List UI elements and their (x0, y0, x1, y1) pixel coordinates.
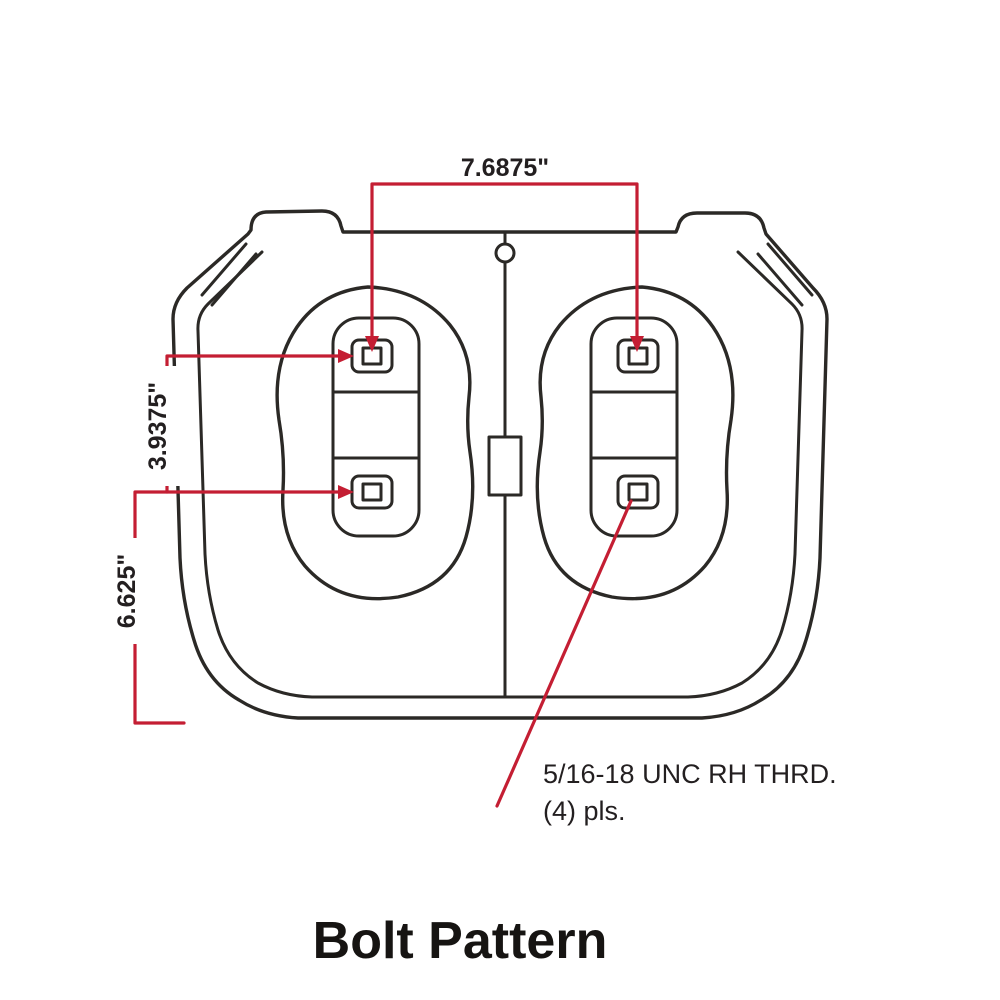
bolt-hole-bottom-right (616, 474, 660, 510)
center-latch-plate (487, 435, 523, 497)
dimension-upper-vertical: 3.9375" (144, 349, 354, 494)
dimension-width: 7.6875" (365, 154, 644, 352)
dimension-width-arrow-left (365, 336, 379, 352)
seat-outline (171, 209, 829, 720)
dimension-upper-label: 3.9375" (144, 382, 172, 470)
corner-step-right (756, 242, 814, 307)
bolt-hole-bottom-left-thread (361, 482, 383, 502)
dimension-upper-label-bg (151, 366, 181, 486)
thread-note-line1: 5/16-18 UNC RH THRD. (543, 759, 837, 789)
thread-leader-line (495, 499, 633, 808)
dimension-width-lines (370, 182, 639, 340)
thread-callout: 5/16-18 UNC RH THRD. (4) pls. (495, 499, 837, 826)
dimension-lower-label: 6.625" (113, 554, 141, 628)
dimension-width-label: 7.6875" (461, 154, 549, 182)
right-mount-pod (535, 285, 735, 601)
diagram-title: Bolt Pattern (313, 912, 608, 970)
dimension-upper-arrow (338, 349, 354, 363)
left-mount-pod (275, 285, 475, 601)
dimension-width-arrow-right (630, 336, 644, 352)
thread-note-line2: (4) pls. (543, 796, 626, 826)
center-pivot-hole (494, 242, 516, 264)
seat-inner-contour (196, 250, 804, 699)
bolt-hole-bottom-right-thread (627, 482, 649, 502)
bolt-hole-bottom-left (350, 474, 394, 510)
dimension-lower-vertical: 6.625" (113, 485, 354, 725)
dimension-lower-label-bg (120, 538, 150, 644)
dimension-lower-arrow (338, 485, 354, 499)
